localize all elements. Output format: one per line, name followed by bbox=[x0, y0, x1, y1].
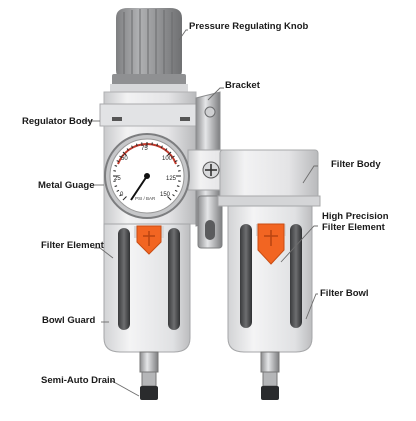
gauge-scale-125: 125 bbox=[166, 176, 177, 182]
left-filter-bowl bbox=[104, 224, 190, 352]
callout-bracket: Bracket bbox=[225, 80, 260, 91]
callout-semi-auto-drain: Semi-Auto Drain bbox=[41, 375, 115, 386]
right-filter-bowl bbox=[228, 206, 312, 352]
callout-high-precision-line2: Filter Element bbox=[322, 222, 389, 233]
callout-high-precision-line1: High Precision bbox=[322, 211, 389, 222]
gauge-units: PSI / BAR bbox=[135, 196, 156, 201]
gauge-scale-25: 25 bbox=[114, 176, 121, 182]
semi-auto-drain-left bbox=[140, 352, 158, 400]
callout-pressure-regulating-knob: Pressure Regulating Knob bbox=[189, 21, 308, 32]
semi-auto-drain-right bbox=[261, 352, 279, 400]
callout-metal-gauge: Metal Guage bbox=[38, 180, 95, 191]
gauge-scale-75: 75 bbox=[141, 146, 148, 152]
filter-body bbox=[218, 150, 320, 206]
callout-bowl-guard: Bowl Guard bbox=[42, 315, 95, 326]
callout-filter-bowl: Filter Bowl bbox=[320, 288, 369, 299]
callout-high-precision-filter-element: High Precision Filter Element bbox=[322, 211, 389, 233]
gauge-scale-50: 50 bbox=[121, 156, 128, 162]
callout-filter-body: Filter Body bbox=[331, 159, 381, 170]
callout-regulator-body: Regulator Body bbox=[22, 116, 93, 127]
pressure-regulating-knob bbox=[110, 8, 188, 92]
callout-filter-element: Filter Element bbox=[41, 240, 104, 251]
metal-gauge: 0 25 50 75 100 125 150 PSI / BAR bbox=[105, 134, 189, 218]
gauge-scale-100: 100 bbox=[162, 156, 173, 162]
gauge-scale-150: 150 bbox=[160, 192, 171, 198]
